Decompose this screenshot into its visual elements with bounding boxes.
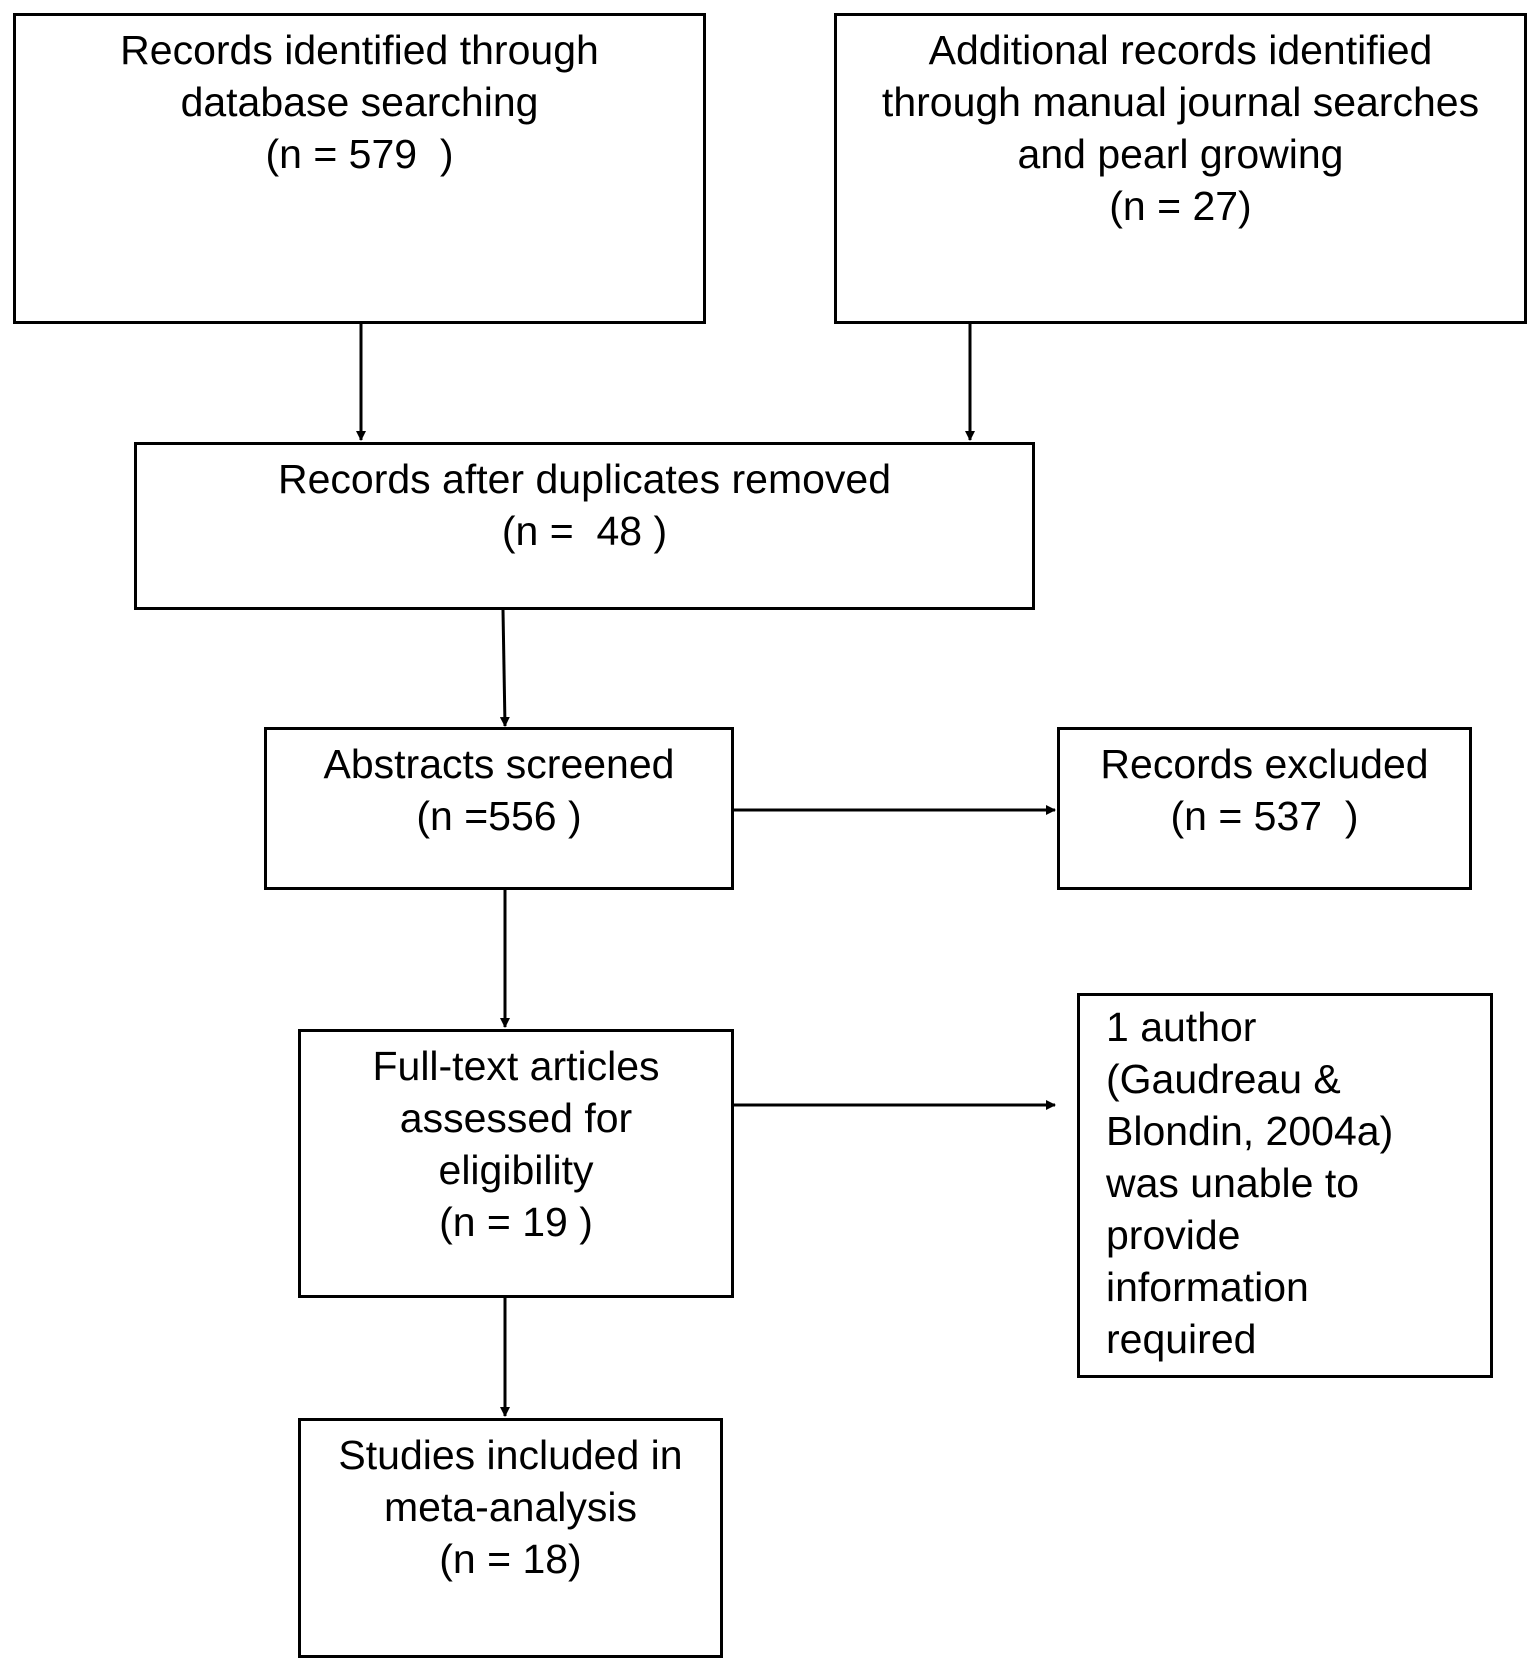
records-excluded-count: (n = 537 ) [1170,793,1359,839]
author-excluded-line-1: 1 author [1106,1004,1257,1050]
database-records-box: Records identified through database sear… [13,13,706,324]
fulltext-assessed-line-1: Full-text articles [372,1043,660,1089]
fulltext-assessed-line-3: eligibility [438,1147,594,1193]
studies-included-line-2: meta-analysis [384,1484,637,1530]
author-excluded-box: 1 author (Gaudreau & Blondin, 2004a) was… [1077,993,1493,1378]
fulltext-assessed-line-2: assessed for [399,1095,633,1141]
arrow-duplicates-to-abstracts [499,609,510,727]
author-excluded-line-7: required [1106,1316,1257,1362]
abstracts-screened-count: (n =556 ) [416,793,582,839]
studies-included-box: Studies included in meta-analysis (n = 1… [298,1418,723,1658]
records-excluded-label: Records excluded [1100,741,1429,787]
fulltext-assessed-box: Full-text articles assessed for eligibil… [298,1029,734,1298]
author-excluded-line-5: provide [1106,1212,1241,1258]
additional-records-count: (n = 27) [1109,183,1252,229]
duplicates-removed-box: Records after duplicates removed (n = 48… [134,442,1035,610]
additional-records-box: Additional records identified through ma… [834,13,1527,324]
database-records-line-2: database searching [180,79,539,125]
additional-records-line-1: Additional records identified [928,27,1433,73]
additional-records-line-3: and pearl growing [1017,131,1344,177]
fulltext-assessed-count: (n = 19 ) [439,1199,593,1245]
abstracts-screened-box: Abstracts screened (n =556 ) [264,727,734,890]
database-records-count: (n = 579 ) [265,131,454,177]
duplicates-removed-count: (n = 48 ) [501,508,668,554]
author-excluded-line-2: (Gaudreau & [1106,1056,1341,1102]
author-excluded-line-4: was unable to [1106,1160,1360,1206]
duplicates-removed-label: Records after duplicates removed [277,456,892,502]
records-excluded-box: Records excluded (n = 537 ) [1057,727,1472,890]
additional-records-line-2: through manual journal searches [881,79,1480,125]
studies-included-count: (n = 18) [439,1536,582,1582]
abstracts-screened-label: Abstracts screened [323,741,675,787]
studies-included-line-1: Studies included in [338,1432,683,1478]
database-records-line-1: Records identified through [120,27,599,73]
author-excluded-line-6: information [1106,1264,1309,1310]
author-excluded-line-3: Blondin, 2004a) [1106,1108,1394,1154]
